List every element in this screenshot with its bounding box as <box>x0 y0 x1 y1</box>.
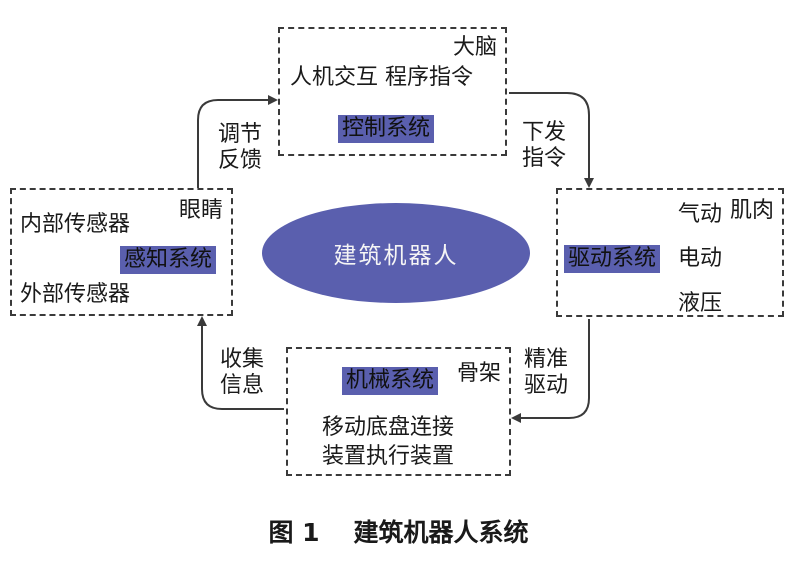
arrow-feedback-to-control <box>197 95 278 188</box>
issue-line-1: 下发 <box>522 120 567 145</box>
issue-line-2: 指令 <box>522 146 567 171</box>
control-system-label: 控制系统 <box>338 115 435 143</box>
mechanical-system-label: 机械系统 <box>342 367 439 395</box>
regulate-line-2: 反馈 <box>218 148 263 173</box>
arrow-mechanical-to-perception <box>197 316 284 410</box>
pneumatic-label: 气动 <box>678 202 723 227</box>
control-system-box: 大脑 人机交互 程序指令 控制系统 <box>278 27 507 156</box>
drive-system-label: 驱动系统 <box>564 245 661 273</box>
drive-corner-label: 肌肉 <box>729 198 774 223</box>
hydraulic-label: 液压 <box>678 291 723 316</box>
center-ellipse: 建筑机器人 <box>262 203 530 303</box>
mechanical-system-box: 骨架 机械系统 移动底盘连接 装置执行装置 <box>286 347 511 476</box>
figure-number: 图 1 <box>268 518 320 547</box>
figure-caption: 图 1 建筑机器人系统 <box>0 513 797 549</box>
perception-corner-label: 眼睛 <box>178 198 223 223</box>
control-sub-labels: 人机交互 程序指令 <box>290 65 473 90</box>
collect-info-label: 收集 信息 <box>220 347 264 399</box>
mechanical-line-2: 装置执行装置 <box>322 444 455 469</box>
perception-system-box: 眼睛 内部传感器 感知系统 外部传感器 <box>10 188 233 316</box>
issue-command-label: 下发 指令 <box>522 120 566 172</box>
mechanical-corner-label: 骨架 <box>456 361 501 386</box>
arrow-control-to-drive <box>509 92 594 188</box>
inner-sensor-label: 内部传感器 <box>20 212 131 237</box>
electric-label: 电动 <box>678 246 723 271</box>
outer-sensor-label: 外部传感器 <box>20 282 131 307</box>
regulate-feedback-label: 调节 反馈 <box>218 122 262 174</box>
perception-system-label: 感知系统 <box>120 246 217 274</box>
collect-line-1: 收集 <box>220 347 265 372</box>
collect-line-2: 信息 <box>220 373 265 398</box>
center-label: 建筑机器人 <box>333 243 459 269</box>
precise-line-1: 精准 <box>524 347 569 372</box>
mechanical-line-1: 移动底盘连接 <box>322 415 455 440</box>
control-corner-label: 大脑 <box>452 35 497 60</box>
precise-drive-label: 精准 驱动 <box>524 347 568 399</box>
figure-title: 建筑机器人系统 <box>353 518 529 547</box>
precise-line-2: 驱动 <box>524 373 569 398</box>
arrow-drive-to-mechanical <box>511 319 590 423</box>
regulate-line-1: 调节 <box>218 122 263 147</box>
drive-system-box: 肌肉 气动 驱动系统 电动 液压 <box>556 188 784 317</box>
